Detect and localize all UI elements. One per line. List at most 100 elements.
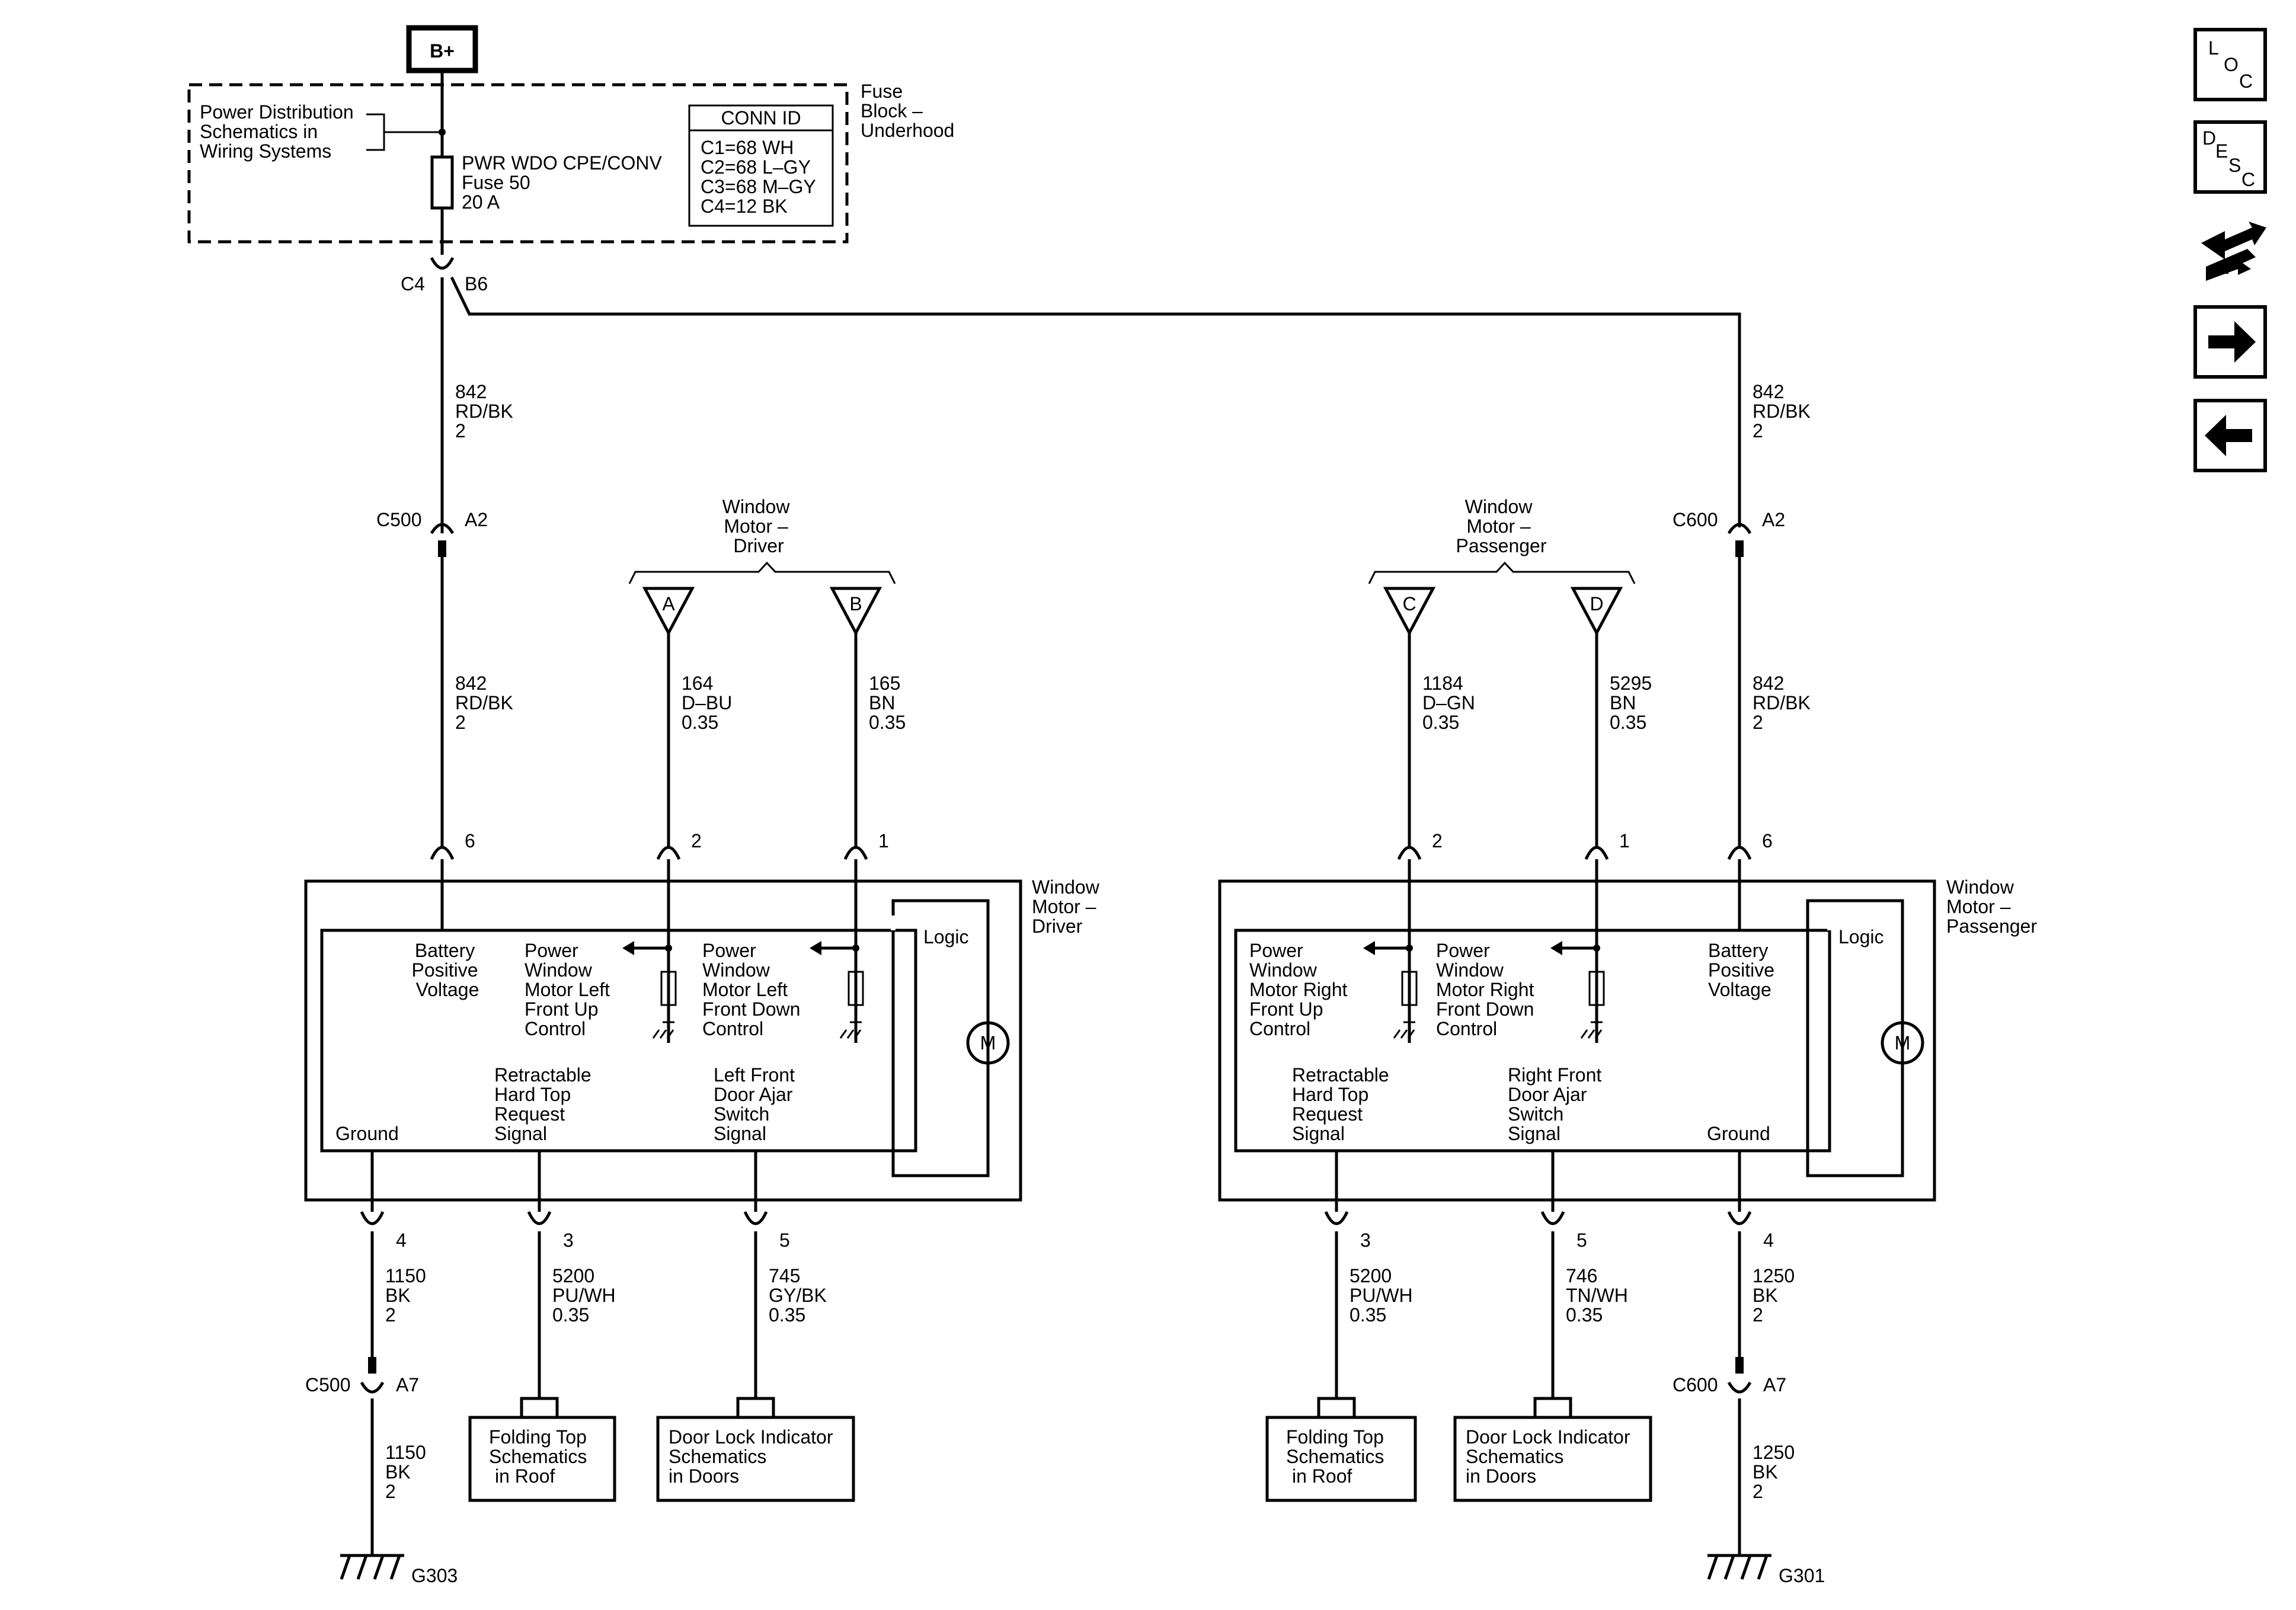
driver-battery-label: Battery Positive Voltage bbox=[412, 940, 484, 1000]
driver-wire-a: 164 D–BU 0.35 bbox=[682, 673, 737, 733]
passenger-ground-label: Ground bbox=[1707, 1123, 1770, 1144]
passenger-pin-2: 2 bbox=[1432, 830, 1443, 852]
connector-d bbox=[1570, 587, 1623, 636]
driver-logic-label: Logic bbox=[923, 926, 969, 948]
svg-text:B: B bbox=[849, 593, 862, 614]
c4-label: C4 bbox=[401, 273, 425, 295]
driver-ground-wire-top: 1150 BK 2 bbox=[385, 1265, 431, 1326]
c600-a7-connector bbox=[1727, 1381, 1752, 1394]
svg-text:C: C bbox=[2241, 169, 2255, 190]
passenger-wire-d: 5295 BN 0.35 bbox=[1610, 673, 1657, 733]
passenger-door-wire: 746 TN/WH 0.35 bbox=[1566, 1265, 1633, 1326]
loc-button[interactable]: L O C bbox=[2193, 28, 2267, 101]
svg-text:L: L bbox=[2208, 37, 2219, 59]
passenger-hardtop-wire: 5200 PU/WH 0.35 bbox=[1350, 1265, 1418, 1326]
driver-pin-3: 3 bbox=[563, 1230, 574, 1251]
conn-id-rows: C1=68 WH C2=68 L–GY C3=68 M–GY C4=12 BK bbox=[701, 137, 821, 217]
svg-text:C: C bbox=[2239, 71, 2253, 92]
c500-a7-conn: C500 bbox=[305, 1374, 351, 1395]
svg-text:M: M bbox=[1895, 1032, 1911, 1054]
driver-down-label: Power Window Motor Left Front Down Contr… bbox=[702, 940, 805, 1039]
driver-door-lock-ref[interactable] bbox=[656, 1416, 855, 1502]
fuse-label: PWR WDO CPE/CONV Fuse 50 20 A bbox=[462, 152, 667, 213]
driver-door-wire: 745 GY/BK 0.35 bbox=[769, 1265, 832, 1326]
ground-g301-label: G301 bbox=[1779, 1565, 1825, 1586]
driver-hardtop-wire: 5200 PU/WH 0.35 bbox=[552, 1265, 621, 1326]
ground-g303-label: G303 bbox=[411, 1565, 458, 1586]
c500-a2-connector bbox=[430, 523, 455, 534]
passenger-pin-4: 4 bbox=[1763, 1230, 1774, 1251]
passenger-module-inner bbox=[1234, 929, 1831, 1153]
svg-text:M: M bbox=[980, 1032, 996, 1054]
driver-feed-wire-top: 842 RD/BK 2 bbox=[455, 381, 519, 441]
driver-pin-6: 6 bbox=[465, 830, 475, 852]
c500-a2-pin: A2 bbox=[465, 509, 488, 530]
passenger-logic-label: Logic bbox=[1838, 926, 1884, 948]
driver-module-inner bbox=[320, 929, 917, 1153]
driver-motor-icon bbox=[966, 1021, 1010, 1065]
driver-pin-2: 2 bbox=[691, 830, 702, 852]
module-passenger-label: Window Motor – Passenger bbox=[1946, 876, 2037, 937]
arrow-right-icon[interactable] bbox=[2193, 305, 2267, 379]
ground-g301-icon bbox=[1707, 1554, 1771, 1580]
driver-folding-top-ref[interactable] bbox=[468, 1416, 616, 1502]
passenger-module bbox=[1218, 879, 1936, 1202]
passenger-hardtop-label: Retractable Hard Top Request Signal bbox=[1292, 1064, 1395, 1144]
driver-hardtop-label: Retractable Hard Top Request Signal bbox=[494, 1064, 597, 1144]
driver-module bbox=[304, 879, 1022, 1202]
svg-text:Door Lock Indicator Sche: Door Lock Indicator Schematics in Doors bbox=[669, 1426, 838, 1487]
c600-a2-connector bbox=[1727, 523, 1752, 534]
passenger-door-ajar-label: Right Front Door Ajar Switch Signal bbox=[1508, 1064, 1607, 1144]
passenger-down-label: Power Window Motor Right Front Down Cont… bbox=[1436, 940, 1539, 1039]
passenger-door-lock-ref[interactable] bbox=[1453, 1416, 1652, 1502]
conn-id-table bbox=[688, 104, 834, 227]
driver-up-label: Power Window Motor Left Front Up Control bbox=[525, 940, 615, 1039]
driver-motor-ref: Window Motor – Driver bbox=[722, 496, 795, 556]
driver-ground-wire-bottom: 1150 BK 2 bbox=[385, 1442, 431, 1502]
driver-pin-1: 1 bbox=[878, 830, 889, 852]
passenger-ground-wire-bottom: 1250 BK 2 bbox=[1753, 1442, 1800, 1502]
module-driver-label: Window Motor – Driver bbox=[1032, 876, 1105, 937]
svg-text:S: S bbox=[2228, 155, 2241, 176]
driver-pin-5: 5 bbox=[779, 1230, 790, 1251]
fuse-block-label: Fuse Block – Underhood bbox=[861, 81, 954, 141]
b6-label: B6 bbox=[465, 273, 488, 295]
conn-id-title: CONN ID bbox=[721, 107, 801, 129]
arrow-left-icon[interactable] bbox=[2193, 399, 2267, 472]
passenger-wire-c: 1184 D–GN 0.35 bbox=[1422, 673, 1480, 733]
passenger-feed-wire-bottom: 842 RD/BK 2 bbox=[1753, 673, 1816, 733]
svg-text:O: O bbox=[2224, 54, 2239, 75]
passenger-section: 842 RD/BK 2 C600 A2 842 RD/BK 2 Window M… bbox=[1218, 381, 2037, 1586]
connector-b bbox=[829, 587, 882, 636]
driver-section: 842 RD/BK 2 C500 A2 842 RD/BK 2 6 Window… bbox=[304, 277, 1105, 1586]
c600-a7-pin: A7 bbox=[1763, 1374, 1786, 1395]
fuse-symbol bbox=[430, 155, 454, 210]
passenger-motor-icon bbox=[1881, 1021, 1924, 1065]
c600-a7-conn: C600 bbox=[1673, 1374, 1718, 1395]
desc-button[interactable]: D E S C bbox=[2193, 120, 2267, 194]
svg-text:Folding Top Schematics: Folding Top Schematics in Roof bbox=[489, 1426, 592, 1487]
svg-text:Folding Top Schematics: Folding Top Schematics in Roof bbox=[1286, 1426, 1389, 1487]
driver-door-ajar-label: Left Front Door Ajar Switch Signal bbox=[714, 1064, 800, 1144]
passenger-pin-3: 3 bbox=[1360, 1230, 1371, 1251]
harness-connector-icon[interactable] bbox=[2201, 222, 2266, 281]
svg-text:E: E bbox=[2215, 140, 2228, 162]
passenger-folding-top-ref[interactable] bbox=[1265, 1416, 1417, 1502]
driver-ground-label: Ground bbox=[335, 1123, 399, 1144]
passenger-battery-label: Battery Positive Voltage bbox=[1708, 940, 1780, 1000]
svg-text:D: D bbox=[2202, 127, 2216, 149]
passenger-pin-5: 5 bbox=[1576, 1230, 1587, 1251]
passenger-pin-6: 6 bbox=[1762, 830, 1773, 852]
fuse-block-outline bbox=[187, 83, 849, 244]
b-plus-label: B+ bbox=[430, 40, 455, 62]
driver-pin-4: 4 bbox=[396, 1230, 407, 1251]
c600-a2-conn: C600 bbox=[1673, 509, 1718, 530]
c500-a2-conn: C500 bbox=[376, 509, 422, 530]
nav-panel: L O C D E S C bbox=[2193, 28, 2267, 472]
power-section: B+ Power Distribution Schematics in Wiri… bbox=[187, 25, 1741, 527]
ground-g303-icon bbox=[340, 1554, 404, 1580]
power-distribution-ref: Power Distribution Schematics in Wiring … bbox=[200, 101, 359, 162]
connector-a bbox=[642, 587, 695, 636]
passenger-feed-wire-top: 842 RD/BK 2 bbox=[1753, 381, 1816, 441]
